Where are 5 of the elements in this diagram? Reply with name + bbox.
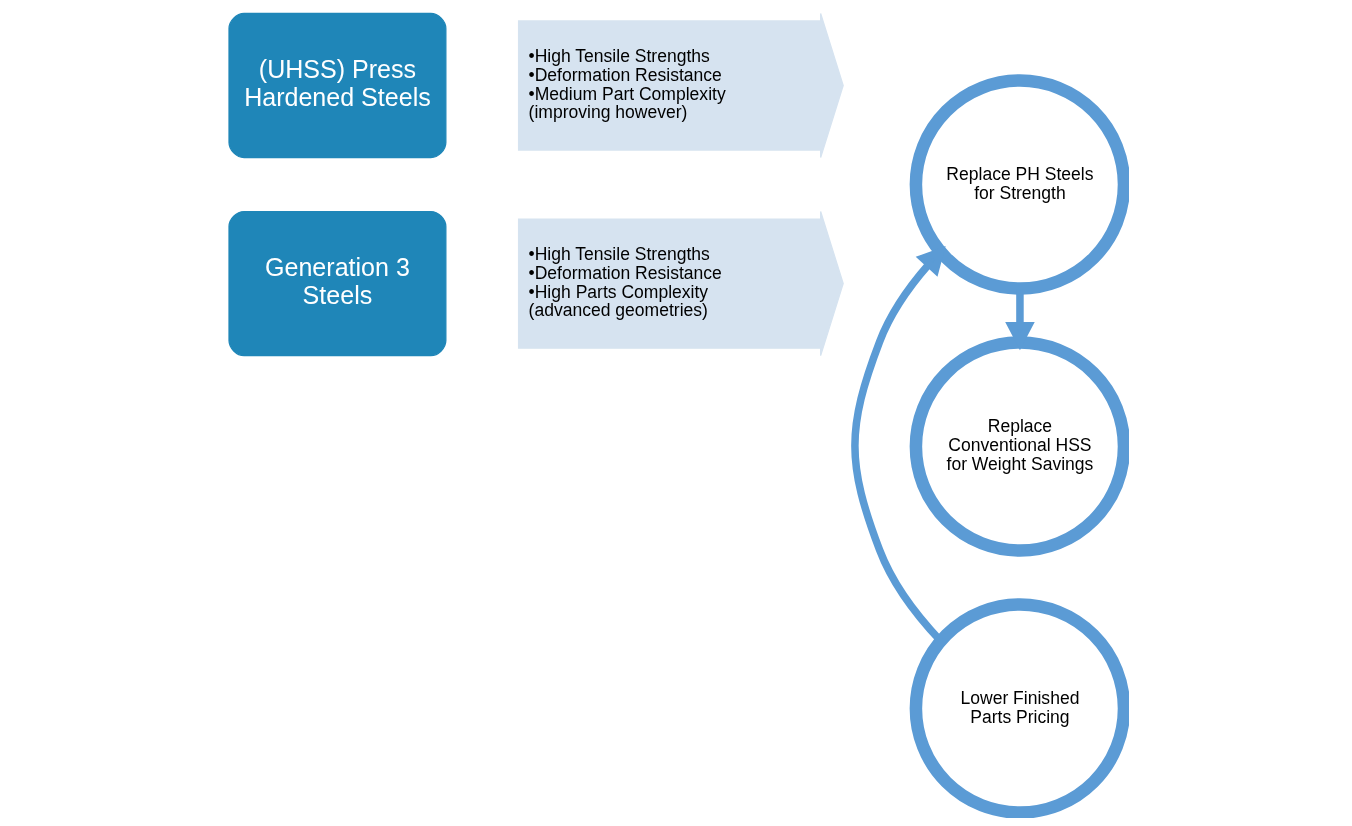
node-box: (UHSS) Press Hardened Steels (227, 12, 446, 159)
node-circle: Replace PH Steels for Strength (909, 74, 1129, 295)
node-circle: Replace Conventional HSS for Weight Savings (909, 336, 1129, 557)
node-box: Generation 3 Steels (227, 210, 446, 357)
node-circle: Lower Finished Parts Pricing (909, 598, 1129, 818)
